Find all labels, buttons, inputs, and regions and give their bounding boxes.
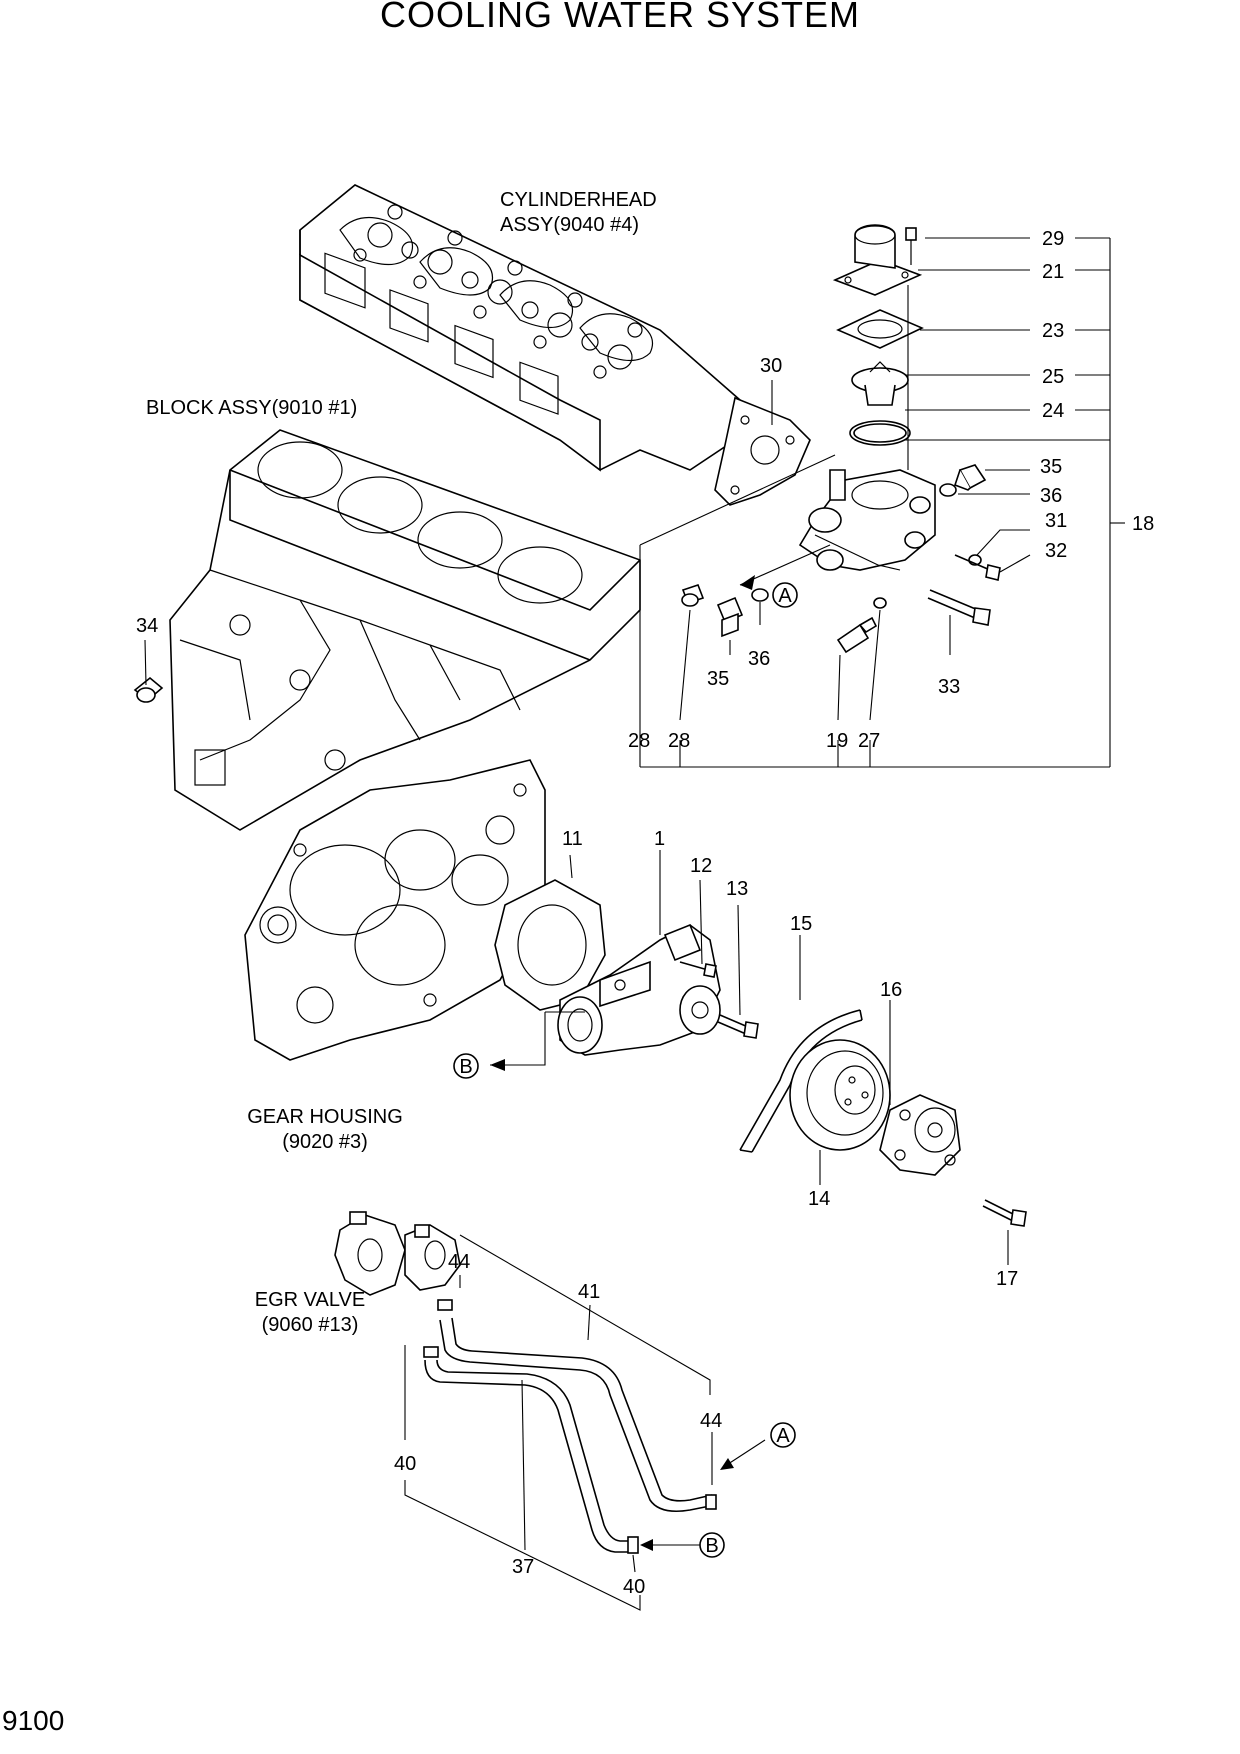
callout-40-left: 40 bbox=[394, 1453, 416, 1475]
callout-numbers: 29 21 23 25 24 35 36 31 32 18 30 34 35 3… bbox=[136, 228, 1154, 1598]
callout-36-upper: 36 bbox=[1040, 485, 1062, 507]
marker-b-label: B bbox=[459, 1056, 472, 1078]
cylinderhead-caption-line2: ASSY(9040 #4) bbox=[500, 214, 639, 236]
gasket-23-drawing bbox=[836, 309, 924, 349]
engine-block-drawing bbox=[169, 429, 641, 831]
bolt-12-drawing bbox=[679, 961, 717, 978]
callout-15: 15 bbox=[790, 913, 812, 935]
callout-44-upper: 44 bbox=[448, 1251, 470, 1273]
fan-hub-16-drawing bbox=[879, 1094, 961, 1176]
gear-housing-caption-line2: (9020 #3) bbox=[282, 1131, 368, 1153]
washer-27-drawing bbox=[873, 597, 887, 609]
marker-b-hose: B bbox=[699, 1532, 725, 1558]
marker-b-label: B bbox=[705, 1535, 718, 1557]
marker-a-label: A bbox=[778, 585, 792, 607]
page-title: COOLING WATER SYSTEM bbox=[379, 0, 861, 35]
plug-28-drawing bbox=[681, 583, 705, 607]
plug-35-lower-drawing bbox=[716, 596, 744, 638]
callout-41: 41 bbox=[578, 1281, 600, 1303]
callout-35-lower: 35 bbox=[707, 668, 729, 690]
egr-valve-caption-line1: EGR VALVE bbox=[255, 1289, 365, 1311]
gear-housing-caption-line1: GEAR HOUSING bbox=[247, 1106, 403, 1128]
marker-a-thermostat: A bbox=[772, 582, 798, 608]
callout-34: 34 bbox=[136, 615, 158, 637]
callout-28-left: 28 bbox=[628, 730, 650, 752]
bolt-33-drawing bbox=[927, 589, 991, 626]
callout-32: 32 bbox=[1045, 540, 1067, 562]
egr-valve-drawing bbox=[334, 1211, 461, 1296]
cylinderhead-caption-line1: CYLINDERHEAD bbox=[500, 189, 657, 211]
washer-36-lower-drawing bbox=[751, 588, 769, 602]
marker-arrows bbox=[490, 575, 766, 1551]
gasket-30-drawing bbox=[714, 396, 811, 506]
washer-36-upper-drawing bbox=[939, 483, 957, 497]
coolant-hose-37-drawing bbox=[424, 1359, 630, 1553]
bolt-29-drawing bbox=[905, 227, 917, 265]
callout-40-right: 40 bbox=[623, 1576, 645, 1598]
marker-a-hose: A bbox=[770, 1422, 796, 1448]
gear-housing-drawing bbox=[244, 759, 546, 1061]
callout-31: 31 bbox=[1045, 510, 1067, 532]
callout-13: 13 bbox=[726, 878, 748, 900]
pulley-14-drawing bbox=[789, 1039, 891, 1151]
marker-a-label: A bbox=[776, 1425, 790, 1447]
water-pump-drawing bbox=[557, 923, 721, 1056]
callout-14: 14 bbox=[808, 1188, 830, 1210]
callout-17: 17 bbox=[996, 1268, 1018, 1290]
plug-34-drawing bbox=[133, 676, 164, 703]
cylinder-head-drawing bbox=[299, 184, 741, 472]
callout-27: 27 bbox=[858, 730, 880, 752]
callout-29: 29 bbox=[1042, 228, 1064, 250]
callout-24: 24 bbox=[1042, 400, 1064, 422]
callout-21: 21 bbox=[1042, 261, 1064, 283]
leader-lines bbox=[144, 237, 1125, 1611]
bolt-32-drawing bbox=[954, 554, 1001, 581]
o-ring-24-drawing bbox=[849, 420, 911, 446]
marker-b-pump: B bbox=[453, 1053, 479, 1079]
bolt-17-drawing bbox=[982, 1199, 1027, 1227]
callout-19: 19 bbox=[826, 730, 848, 752]
thermostat-cover-drawing bbox=[832, 224, 923, 296]
callout-35-upper: 35 bbox=[1040, 456, 1062, 478]
callout-37: 37 bbox=[512, 1556, 534, 1578]
page-number: 9100 bbox=[2, 1705, 65, 1736]
callout-36-lower: 36 bbox=[748, 648, 770, 670]
washer-31-drawing bbox=[968, 554, 982, 566]
coolant-hose-41-drawing bbox=[439, 1317, 716, 1513]
callout-44-lower: 44 bbox=[700, 1410, 722, 1432]
block-caption: BLOCK ASSY(9010 #1) bbox=[146, 397, 357, 419]
callout-23: 23 bbox=[1042, 320, 1064, 342]
temp-sensor-19-drawing bbox=[836, 616, 878, 654]
callout-12: 12 bbox=[690, 855, 712, 877]
callout-33: 33 bbox=[938, 676, 960, 698]
callout-11: 11 bbox=[562, 828, 583, 850]
thermostat-25-drawing bbox=[851, 361, 909, 406]
hose-clamps-drawing bbox=[423, 1299, 717, 1554]
plug-35-upper-drawing bbox=[953, 464, 987, 491]
callout-16: 16 bbox=[880, 979, 902, 1001]
callout-28-right: 28 bbox=[668, 730, 690, 752]
egr-valve-caption-line2: (9060 #13) bbox=[262, 1314, 359, 1336]
callout-18: 18 bbox=[1132, 513, 1154, 535]
callout-30: 30 bbox=[760, 355, 782, 377]
callout-1: 1 bbox=[654, 828, 665, 850]
thermostat-housing-drawing bbox=[798, 469, 936, 571]
bolt-13-drawing bbox=[717, 1014, 759, 1039]
callout-25: 25 bbox=[1042, 366, 1064, 388]
